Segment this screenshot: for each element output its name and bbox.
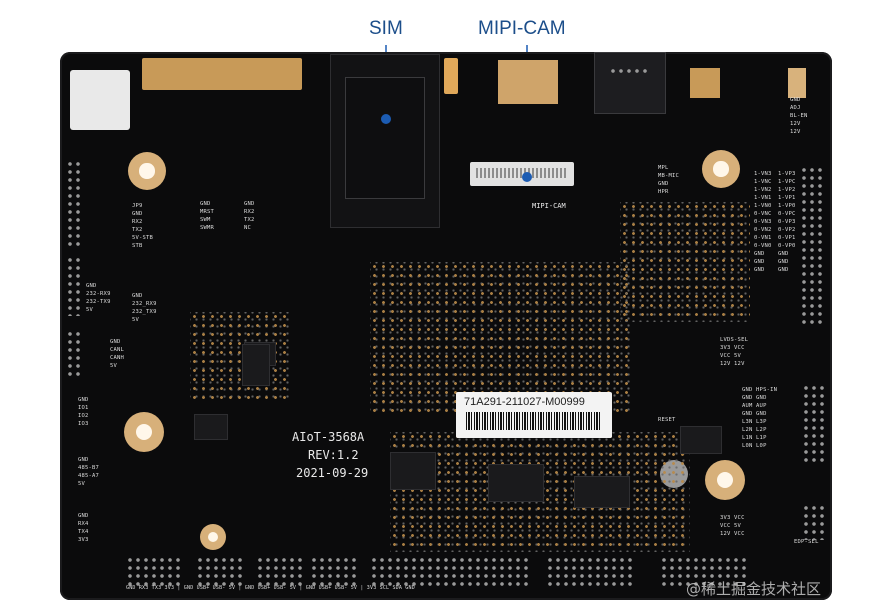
- bottom-header-4: [310, 556, 358, 586]
- uart4-silk: GND RX4 TX4 3V3: [78, 513, 89, 543]
- top-connector-white: [70, 70, 130, 130]
- edp-header: [802, 504, 826, 540]
- mounting-hole-top-right: [702, 150, 740, 188]
- can-silk: GND CANL CANH 5V: [110, 339, 125, 369]
- mid-header-silk: GND MRST SWM SWMR: [200, 201, 215, 231]
- lvds-sel-silk: LVDS-SEL 3V3 VCC VCC 5V 12V 12V: [720, 337, 749, 367]
- ic-left-3: [194, 414, 228, 440]
- lvds-right-silk: 1-VP3 1-VPC 1-VP2 1-VP1 1-VP0 0-VPC 0-VP…: [778, 171, 796, 273]
- mounting-hole-bottom-small: [200, 524, 226, 550]
- top-connector-mid: [498, 60, 558, 104]
- bottom-header-6: [546, 556, 636, 586]
- mounting-hole-bottom-right: [705, 460, 745, 500]
- edp-sel-silk: EDP-SEL: [794, 539, 819, 545]
- left-header-can: [66, 330, 84, 378]
- bottom-header-7: [660, 556, 750, 586]
- rx-tx-silk: GND RX2 TX2 NC: [244, 201, 255, 231]
- smd-cluster-right: [620, 202, 750, 322]
- ic-right-1: [680, 426, 722, 454]
- left-header-jp9: [66, 160, 84, 246]
- left-jp9-silk: JP9 GND RX2 TX2 5V-STB STB: [132, 203, 154, 249]
- smd-cluster-center: [370, 262, 630, 412]
- sim-callout-label: SIM: [369, 18, 403, 39]
- mounting-hole-bottom-left: [124, 412, 164, 452]
- reset-silk: RESET: [658, 417, 676, 423]
- rs485-silk: GND 485-B7 485-A7 5V: [78, 457, 100, 487]
- serial-sticker: 71A291-211027-M00999: [456, 392, 612, 438]
- sim-slot: [330, 54, 440, 228]
- gpio-left-silk: GND IO1 IO2 IO3: [78, 397, 89, 427]
- board-date: 2021-09-29: [296, 466, 369, 480]
- ic-bottom-2: [488, 464, 544, 502]
- mipi-cam-marker-dot: [522, 172, 532, 182]
- sim-latch: [444, 58, 458, 94]
- lvds-header: [800, 166, 826, 326]
- uart9-silk: GND 232_RX9 232_TX9 5V: [132, 293, 157, 323]
- bottom-header-3: [256, 556, 304, 586]
- board-model: AIoT-3568A: [292, 430, 365, 444]
- mipi-cam-silkscreen: MIPI-CAM: [532, 202, 566, 210]
- bottom-silk: GND RX3 TX3 3V3 | GND USB+ USB- 5V | GND…: [126, 585, 415, 591]
- bottom-header-5: [370, 556, 530, 586]
- ic-left-2: [242, 344, 270, 386]
- serial-number: 71A291-211027-M00999: [464, 396, 585, 408]
- mounting-hole-top-left: [128, 152, 166, 190]
- watermark: @稀土掘金技术社区: [686, 580, 822, 598]
- uart-block-silk: GND 232-RX9 232-TX9 5V: [86, 283, 111, 313]
- board-revision: REV:1.2: [308, 448, 359, 462]
- circuit-board: MIPI-CAM JP9 GND RX2 TX2 5V-STB STB GND …: [60, 52, 832, 600]
- ethernet-port: [594, 52, 666, 114]
- ic-bottom-3: [574, 476, 630, 508]
- audio-silk: GND HPS-IN GND GND AUM AUP GND GND L3N L…: [742, 387, 778, 449]
- top-connector-far-right: [788, 68, 806, 98]
- edp-silk: 3V3 VCC VCC 5V 12V VCC: [720, 515, 745, 537]
- ic-bottom-1: [390, 452, 436, 490]
- bottom-header-1: [126, 556, 182, 586]
- top-connector-right: [690, 68, 720, 98]
- left-header-uart: [66, 256, 84, 316]
- phone-silk: MPL MB-MIC GND HPR: [658, 165, 680, 195]
- mipi-cam-callout-label: MIPI-CAM: [478, 18, 566, 39]
- bottom-header-2: [196, 556, 244, 586]
- serial-barcode: [466, 412, 602, 430]
- lvds-left-silk: 1-VN3 1-VNC 1-VN2 1-VN1 1-VN0 0-VNC 0-VN…: [754, 171, 772, 273]
- sim-marker-dot: [381, 114, 391, 124]
- right-top-silk: GND ADJ BL-EN 12V 12V: [790, 97, 808, 135]
- audio-header: [802, 384, 826, 464]
- top-connector-left: [142, 58, 302, 90]
